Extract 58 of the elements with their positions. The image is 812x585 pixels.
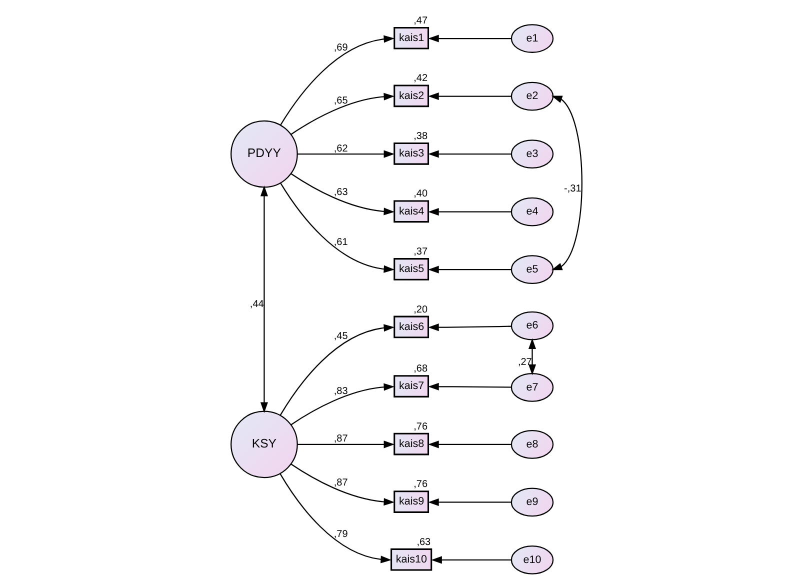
node-ellipse: e10: [510, 546, 554, 574]
node-ellipse: e7: [510, 372, 554, 402]
arrow: [428, 208, 511, 216]
node-ellipse: e3: [510, 140, 554, 168]
node-label: ,40: [413, 188, 428, 200]
node-label: ,38: [413, 130, 428, 142]
arrow: [279, 324, 394, 416]
arrow: [428, 34, 511, 42]
node-ellipse: e8: [510, 430, 554, 459]
node-ellipse: e4: [510, 197, 554, 226]
edge-label: ,61: [333, 237, 348, 248]
node-ellipse: e9: [510, 488, 554, 517]
edge-label: ,83: [333, 386, 348, 397]
node-circle: PDYY: [230, 120, 298, 188]
arrow: [428, 324, 511, 332]
arrow: [430, 556, 511, 564]
node-label: ,76: [413, 479, 428, 490]
node-circle: KSY: [230, 410, 298, 478]
edge-label: -,31: [564, 183, 581, 194]
node-label: ,68: [413, 364, 428, 375]
node-label: ,42: [413, 73, 428, 84]
arrow: [428, 498, 511, 506]
node-label: ,63: [416, 536, 430, 548]
edge-label: ,45: [333, 331, 348, 342]
arrow: [290, 383, 394, 426]
node-ellipse: e5: [510, 255, 554, 284]
edge-label: ,44: [249, 298, 264, 310]
node-label: ,20: [413, 304, 428, 316]
arrow: [280, 182, 394, 273]
node-ellipse: e2: [510, 82, 554, 111]
edge-label: ,62: [333, 143, 348, 154]
arrow: [528, 338, 536, 376]
arrow: [428, 92, 511, 100]
arrow: [260, 185, 268, 413]
node-label: ,47: [413, 15, 428, 26]
node-label: ,76: [413, 421, 428, 432]
arrow: [290, 464, 394, 506]
edge-label: ,87: [333, 434, 348, 445]
node-label: ,37: [413, 246, 428, 258]
arrow: [297, 150, 394, 158]
edge-label: ,69: [333, 42, 348, 54]
arrow: [297, 440, 394, 448]
arrow: [428, 440, 511, 448]
edge-label: ,27: [517, 356, 532, 368]
arrow: [428, 150, 511, 158]
arrow: [290, 92, 394, 135]
arrow: [290, 173, 394, 216]
arrow: [280, 35, 394, 126]
edge-label: ,79: [333, 529, 348, 540]
edge-label: ,63: [333, 187, 348, 198]
node-ellipse: e1: [510, 24, 554, 53]
arrow: [279, 473, 391, 564]
arrow: [550, 96, 582, 270]
edge-label: ,65: [333, 96, 348, 107]
arrow: [428, 266, 511, 274]
node-ellipse: e6: [510, 311, 554, 340]
arrow: [428, 382, 511, 390]
edge-label: ,87: [333, 478, 348, 489]
